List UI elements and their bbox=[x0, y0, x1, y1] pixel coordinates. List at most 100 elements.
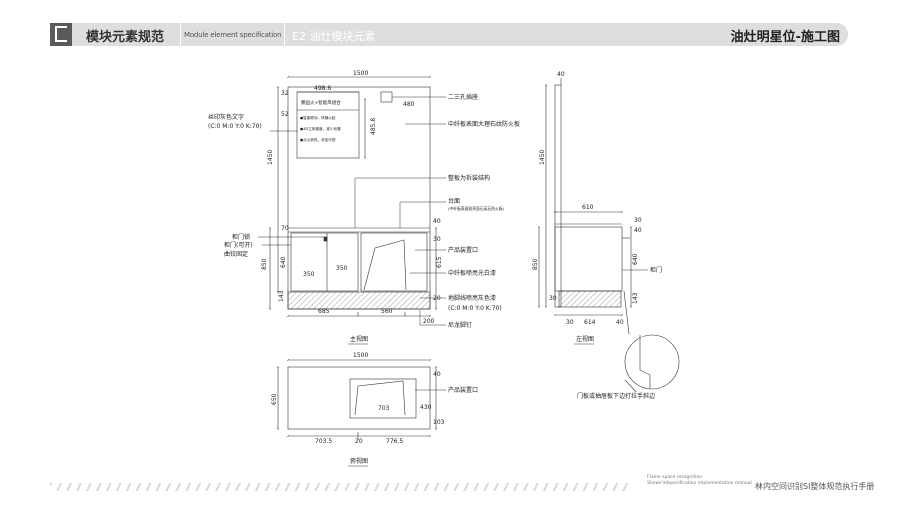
annotation-text: 二三孔插座 中纤板表面大理石纹防火板 整板为拆装结构 台面 (中纤板表面贴亮面石… bbox=[208, 93, 662, 394]
left-view bbox=[537, 78, 680, 393]
caption-underlines bbox=[348, 343, 594, 467]
dim-label: 480 bbox=[403, 101, 415, 108]
slot-cutout bbox=[363, 239, 407, 291]
left-view-dims: 40 1450 850 610 614 30 40 640 143 30 30 … bbox=[532, 71, 655, 400]
leader-lines bbox=[258, 96, 446, 326]
annotation: 产品装置口 bbox=[448, 386, 478, 394]
dim-label: 103 bbox=[433, 419, 445, 426]
dim-label: 30 bbox=[549, 295, 557, 302]
dim-label: 703.5 bbox=[315, 438, 332, 445]
panel-line: ●点火即亮，状态可视 bbox=[300, 137, 336, 142]
view-caption: 左视图 bbox=[576, 335, 594, 343]
annotation: 丝印灰色文字 bbox=[208, 113, 244, 121]
letter-e-icon bbox=[55, 26, 67, 42]
section-label: E2 油灶模块元素 bbox=[292, 30, 376, 43]
dim-label: 614 bbox=[584, 319, 596, 326]
dim-label: 560 bbox=[381, 308, 393, 315]
footer-title: 林内空间识别SI整体规范执行手册 bbox=[755, 482, 875, 491]
dim-label: 350 bbox=[336, 265, 348, 272]
panel-line: ●4D立体烟道，减少泄漏 bbox=[300, 126, 341, 131]
plan-outline bbox=[287, 366, 431, 430]
drawing-title: 油灶明星位-施工图 bbox=[730, 30, 840, 45]
dim-label: 650 bbox=[271, 393, 278, 405]
dim-label: 32 bbox=[281, 90, 289, 97]
dim-label: 350 bbox=[303, 271, 315, 278]
dim-label: 685 bbox=[318, 308, 330, 315]
annotation: 中纤板喷亮光白漆 bbox=[448, 269, 496, 277]
dim-label: 20 bbox=[355, 438, 363, 445]
dim-label: 70 bbox=[281, 225, 289, 232]
dim-label: 40 bbox=[433, 218, 441, 225]
dim-label: 40 bbox=[634, 227, 642, 234]
cabinet-door bbox=[290, 232, 359, 292]
annotation: (C:0 M:0 Y:0 K:70) bbox=[448, 305, 502, 312]
door-lock bbox=[323, 236, 328, 242]
annotation: 柜门(可开) bbox=[224, 241, 253, 249]
annotation: 尼龙脚钉 bbox=[448, 321, 472, 329]
dim-label: 52 bbox=[281, 111, 289, 118]
annotation: 柜门锁 bbox=[232, 233, 250, 241]
dim-label: 30 bbox=[566, 319, 574, 326]
view-caption: 俯视图 bbox=[350, 457, 368, 465]
dim-label: 430 bbox=[420, 404, 432, 411]
dim-label: 143 bbox=[632, 292, 639, 304]
detail-note: 门板或抽屉板下边打拉手斜边 bbox=[577, 392, 655, 400]
header-title: 模块元素规范 bbox=[86, 30, 165, 45]
dim-label: 20 bbox=[433, 295, 441, 302]
dim-label: 610 bbox=[582, 204, 594, 211]
dim-label: 1500 bbox=[353, 352, 368, 359]
side-back-panel bbox=[554, 84, 562, 308]
dim-label: 850 bbox=[532, 258, 539, 270]
detail-profile bbox=[639, 335, 651, 389]
dim-label: 703 bbox=[378, 405, 390, 412]
detail-circle bbox=[624, 334, 680, 390]
annotation: 产品装置口 bbox=[448, 246, 478, 254]
side-cabinet bbox=[554, 226, 623, 292]
dim-label: 40 bbox=[433, 371, 441, 378]
front-view bbox=[268, 75, 438, 318]
annotation: 台面 bbox=[448, 197, 460, 205]
annotation: 柜门 bbox=[650, 266, 662, 274]
plan-slot bbox=[349, 378, 417, 419]
annotation: (C:0 M:0 Y:0 K:70) bbox=[208, 123, 262, 130]
panel-heading: 鹏固火+智能风组合 bbox=[301, 99, 341, 106]
dim-label: 485.8 bbox=[370, 118, 377, 135]
dim-label: 640 bbox=[632, 253, 639, 265]
footer-line: Shows'allspecification implementation ma… bbox=[647, 480, 752, 486]
dim-label: 640 bbox=[280, 256, 287, 268]
annotation: 中纤板表面大理石纹防火板 bbox=[448, 120, 520, 128]
footer-stripes bbox=[50, 483, 630, 491]
dim-label: 30 bbox=[634, 217, 642, 224]
socket-box bbox=[380, 91, 393, 103]
dim-label: 498.6 bbox=[314, 85, 331, 92]
header-subtitle: Module element specification bbox=[184, 31, 282, 39]
view-captions: 主视图 左视图 俯视图 bbox=[350, 335, 594, 465]
footer-line: Flame space recognition bbox=[647, 475, 703, 480]
dim-label: 1450 bbox=[539, 150, 546, 165]
plan-view bbox=[276, 358, 446, 440]
header-divider bbox=[284, 23, 285, 46]
header-divider bbox=[180, 23, 181, 46]
dim-label: 30 bbox=[433, 236, 441, 243]
dim-label: 40 bbox=[616, 319, 624, 326]
dim-label: 1450 bbox=[267, 150, 274, 165]
view-caption: 主视图 bbox=[350, 335, 368, 343]
annotation: 二三孔插座 bbox=[448, 93, 478, 101]
dimension-text: 1500 1450 850 32 52 640 143 70 498.6 480… bbox=[261, 70, 443, 325]
footer-small-text: Flame space recognition Shows'allspecifi… bbox=[647, 475, 752, 486]
panel-line: ●智能联动，风随火起 bbox=[300, 115, 336, 120]
header-bar bbox=[50, 23, 848, 46]
base-plinth bbox=[287, 291, 431, 310]
dim-label: 615 bbox=[436, 256, 443, 268]
dim-label: 200 bbox=[423, 318, 435, 325]
annotation: 地脚线喷亮灰色漆 bbox=[448, 294, 496, 302]
dim-label: 776.5 bbox=[386, 438, 403, 445]
annotation: 曲铰固定 bbox=[224, 250, 248, 258]
product-slot bbox=[360, 232, 428, 292]
dim-label: 143 bbox=[278, 290, 285, 302]
annotation: 整板为拆装结构 bbox=[448, 174, 490, 182]
info-panel-text: 鹏固火+智能风组合 ●智能联动，风随火起 ●4D立体烟道，减少泄漏 ●点火即亮，… bbox=[300, 99, 341, 142]
dim-label: 850 bbox=[261, 258, 268, 270]
